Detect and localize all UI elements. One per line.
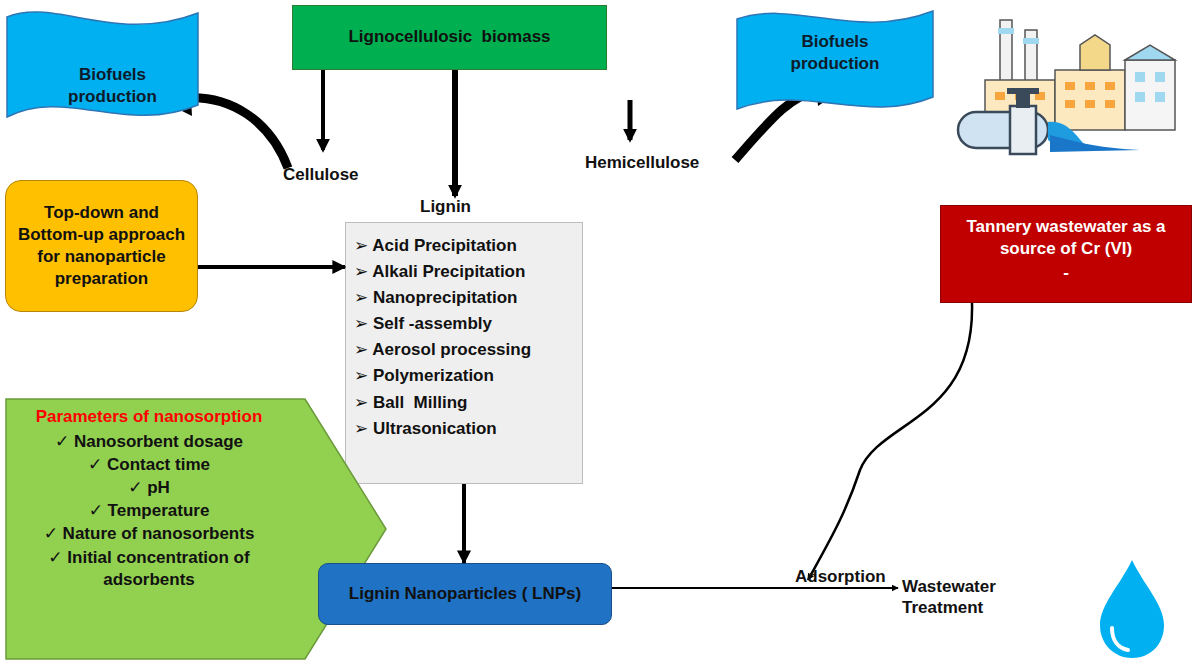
adsorption-arrow [612, 587, 898, 589]
node-text: - [1063, 262, 1069, 284]
node-text: ✓ Nature of nanosorbents [44, 523, 255, 545]
down-arrow [321, 70, 325, 150]
node-text: ✓ Temperature [89, 500, 210, 522]
node-text: Biofuels production [35, 64, 190, 108]
fraction-label: Cellulose [283, 164, 393, 185]
node-text: Lignocellulosic biomass [348, 26, 550, 48]
node-text: ➢ Acid Precipitation [354, 235, 517, 257]
node-text: ✓ Initial concentration of adsorbents [11, 547, 287, 591]
node-text: ➢ Polymerization [354, 365, 494, 387]
down-arrow [628, 100, 633, 140]
method-list-box: ➢ Acid Precipitation ➢ Alkali Precipitati… [345, 222, 583, 484]
node-text: Biofuels production [775, 31, 895, 75]
flag-banner: Biofuels production [735, 5, 935, 115]
product-box: Lignin Nanoparticles ( LNPs) [318, 563, 612, 625]
node-text: ✓ pH [128, 477, 170, 499]
process-box: Lignocellulosic biomass [292, 5, 607, 70]
node-outline-path [7, 12, 198, 117]
fraction-label: Lignin [420, 196, 500, 217]
outcome-label: Wastewater Treatment [902, 576, 1032, 619]
down-arrow [452, 70, 458, 196]
flag-banner: Biofuels production [5, 5, 200, 122]
flow-arrow [198, 265, 345, 269]
water-drop [1100, 560, 1164, 658]
node-text: Lignin Nanoparticles ( LNPs) [349, 583, 581, 605]
node-outline-path [737, 11, 933, 109]
node-text: ➢ Ultrasonication [354, 418, 497, 440]
approach-box: Top-down and Bottom-up approach for nano… [5, 180, 198, 312]
factory-illustration [958, 20, 1175, 154]
fraction-label: Hemicellulose [585, 152, 735, 173]
node-text: ✓ Nanosorbent dosage [55, 431, 243, 453]
curved-arrow [185, 98, 288, 168]
node-text: ➢ Ball Milling [354, 392, 467, 414]
process-label: Adsorption [795, 566, 905, 587]
node-text: ➢ Aerosol processing [354, 339, 531, 361]
node-text: ➢ Nanoprecipitation [354, 287, 517, 309]
node-text: Tannery wastewater as a source of Cr (VI… [953, 216, 1179, 260]
node-text: ➢ Self -assembly [354, 313, 492, 335]
source-box: Tannery wastewater as a source of Cr (VI… [940, 205, 1192, 303]
node-text: Parameters of nanosorption [36, 406, 263, 428]
node-text: ➢ Alkali Precipitation [354, 261, 525, 283]
node-text: Top-down and Bottom-up approach for nano… [16, 202, 187, 290]
curved-connector [808, 303, 972, 580]
node-text: ✓ Contact time [88, 454, 210, 476]
flow-arrow [462, 484, 466, 563]
